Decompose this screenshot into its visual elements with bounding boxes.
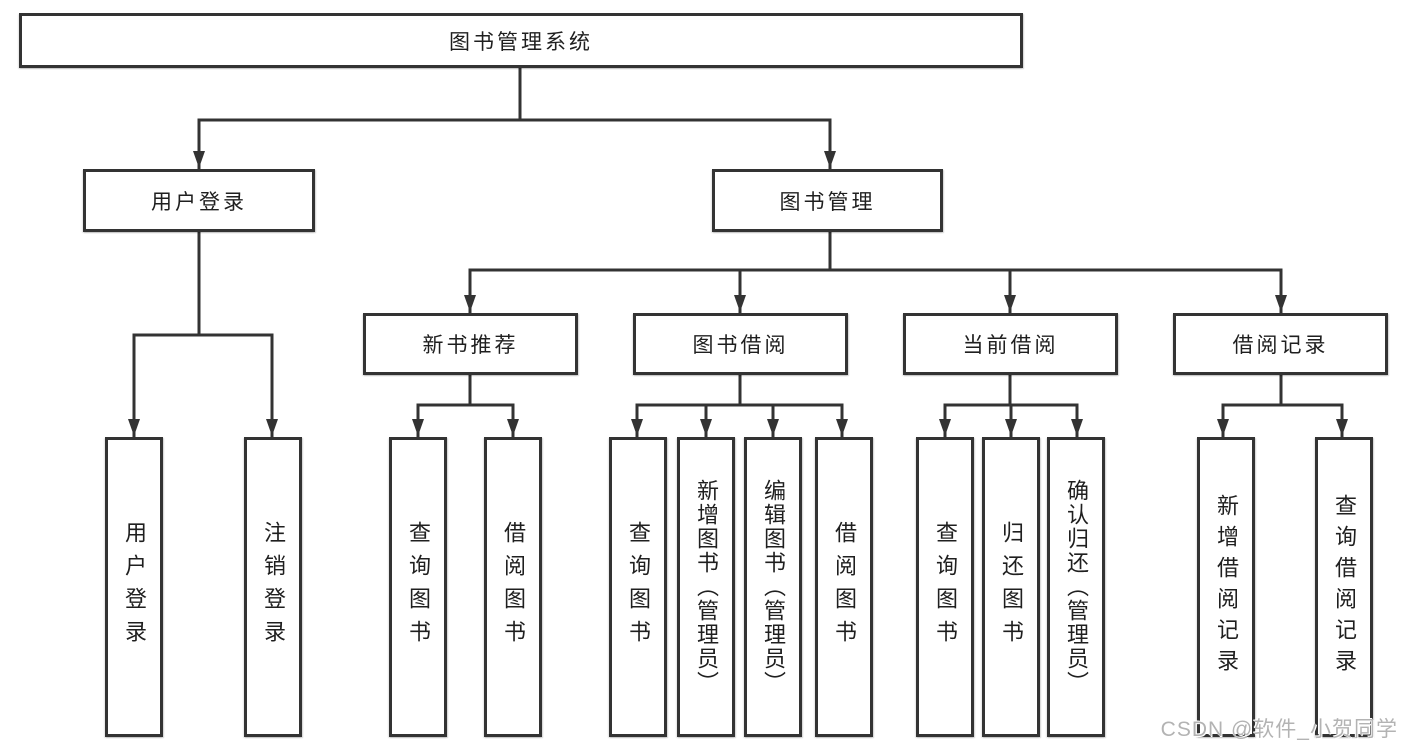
leaf-user-login-label: 用户登录	[122, 521, 147, 653]
leaf-bb-borrow-books-label: 借阅图书	[832, 521, 857, 653]
leaf-cb-query-books: 查询图书	[916, 437, 974, 737]
leaf-cb-confirm-return-admin: 确认归还（管理员）	[1047, 437, 1105, 737]
node-borrowing-records-label: 借阅记录	[1232, 334, 1329, 357]
leaf-br-add-record-label: 新增借阅记录	[1214, 494, 1239, 680]
node-current-borrowing: 当前借阅	[903, 313, 1118, 375]
leaf-bb-edit-books-admin-label: 编辑图书（管理员）	[761, 479, 786, 695]
leaf-bb-query-books-label: 查询图书	[626, 521, 651, 653]
leaf-nbr-borrow-books-label: 借阅图书	[501, 521, 526, 653]
leaf-cb-confirm-return-admin-label: 确认归还（管理员）	[1064, 479, 1089, 695]
node-user-login-label: 用户登录	[151, 190, 247, 214]
leaf-br-add-record: 新增借阅记录	[1197, 437, 1255, 737]
leaf-cb-return-books-label: 归还图书	[999, 521, 1024, 653]
leaf-bb-add-books-admin-label: 新增图书（管理员）	[694, 479, 719, 695]
connector-borrow-records-to-leaves	[1217, 373, 1348, 438]
node-user-login: 用户登录	[83, 169, 315, 232]
leaf-logout-label: 注销登录	[261, 521, 286, 653]
leaf-logout: 注销登录	[244, 437, 302, 737]
leaf-bb-add-books-admin: 新增图书（管理员）	[677, 437, 735, 737]
node-book-borrowing: 图书借阅	[633, 313, 848, 375]
node-book-management-label: 图书管理	[779, 190, 876, 214]
node-book-borrowing-label: 图书借阅	[692, 334, 789, 357]
connector-new-book-rec-to-leaves	[412, 373, 519, 438]
node-current-borrowing-label: 当前借阅	[962, 334, 1059, 357]
node-new-book-recommendation: 新书推荐	[363, 313, 578, 375]
node-book-management: 图书管理	[712, 169, 943, 232]
leaf-bb-edit-books-admin: 编辑图书（管理员）	[744, 437, 802, 737]
node-borrowing-records: 借阅记录	[1173, 313, 1388, 375]
leaf-bb-query-books: 查询图书	[609, 437, 667, 737]
leaf-cb-return-books: 归还图书	[982, 437, 1040, 737]
leaf-bb-borrow-books: 借阅图书	[815, 437, 873, 737]
connector-root-to-level2	[193, 66, 836, 170]
node-root-system: 图书管理系统	[19, 13, 1023, 68]
connector-book-borrow-to-leaves	[631, 373, 848, 438]
leaf-nbr-query-books: 查询图书	[389, 437, 447, 737]
node-new-book-recommendation-label: 新书推荐	[422, 334, 519, 357]
csdn-watermark: CSDN @软件_小贺同学	[1160, 718, 1398, 741]
leaf-nbr-query-books-label: 查询图书	[406, 521, 431, 653]
leaf-nbr-borrow-books: 借阅图书	[484, 437, 542, 737]
connector-user-login-to-leaves	[128, 230, 278, 438]
leaf-br-query-record: 查询借阅记录	[1315, 437, 1373, 737]
leaf-br-query-record-label: 查询借阅记录	[1332, 494, 1357, 680]
leaf-user-login: 用户登录	[105, 437, 163, 737]
leaf-cb-query-books-label: 查询图书	[933, 521, 958, 653]
connector-book-mgmt-to-level3	[464, 230, 1287, 314]
node-root-system-label: 图书管理系统	[449, 30, 593, 54]
connector-current-borrow-to-leaves	[939, 373, 1083, 438]
